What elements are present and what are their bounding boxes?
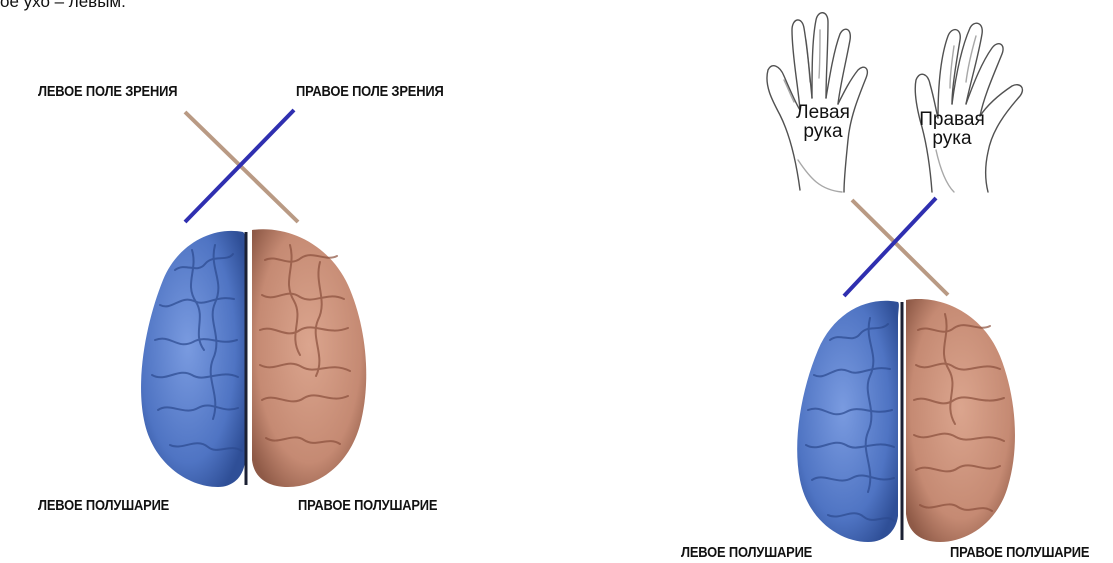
blue-crossing-line <box>844 198 936 296</box>
left-diagram <box>0 0 560 563</box>
tan-crossing-line <box>852 200 948 295</box>
right-hand-label: Правая рука <box>917 110 987 148</box>
right-diagram <box>740 0 1113 563</box>
left-hemisphere-blue <box>797 301 899 542</box>
right-hand-label-line2: рука <box>917 129 987 148</box>
left-hemisphere-label: ЛЕВОЕ ПОЛУШАРИЕ <box>38 497 169 514</box>
left-hand-label: Левая рука <box>792 103 854 141</box>
left-hand-label-line2: рука <box>792 122 854 141</box>
left-hand-label-line1: Левая <box>792 103 854 122</box>
right-hand-label-line1: Правая <box>917 110 987 129</box>
left-hemisphere-label-2: ЛЕВОЕ ПОЛУШАРИЕ <box>681 544 812 561</box>
right-hand-sketch <box>915 23 1022 192</box>
right-hemisphere-label: ПРАВОЕ ПОЛУШАРИЕ <box>298 497 437 514</box>
right-hemisphere-label-2: ПРАВОЕ ПОЛУШАРИЕ <box>950 544 1089 561</box>
right-hemisphere-tan <box>252 229 366 487</box>
